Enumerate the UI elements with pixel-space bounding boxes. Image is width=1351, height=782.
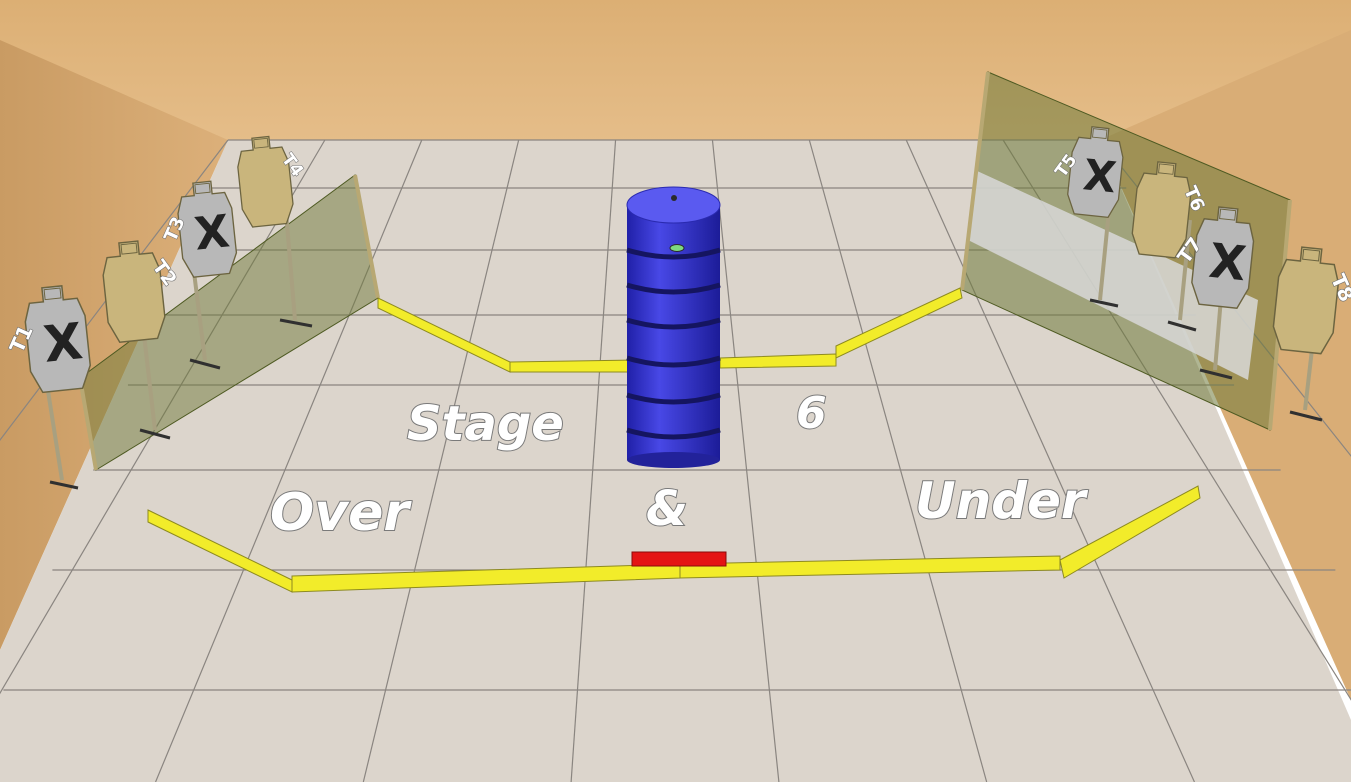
floor-word-amp: & (646, 481, 688, 537)
floor-word-under: Under (915, 472, 1089, 530)
no-shoot-x-mark: X (1207, 234, 1249, 293)
no-shoot-x-mark: X (1081, 151, 1119, 203)
target-t8: T8 (1272, 246, 1351, 355)
target-t6: T6 (1131, 161, 1209, 259)
floor-word-over: Over (270, 483, 412, 543)
floor-word-number: 6 (796, 388, 827, 439)
floor-word-stage: Stage (407, 396, 564, 452)
no-shoot-x-mark: X (41, 312, 85, 374)
target-label: T8 (1326, 270, 1351, 305)
left-wall (0, 40, 228, 650)
stand-feet (49, 298, 1323, 490)
fault-lines (147, 287, 1201, 593)
barrel-stack (626, 186, 721, 468)
start-box (631, 551, 727, 567)
no-shoot-x-mark: X (192, 204, 232, 260)
